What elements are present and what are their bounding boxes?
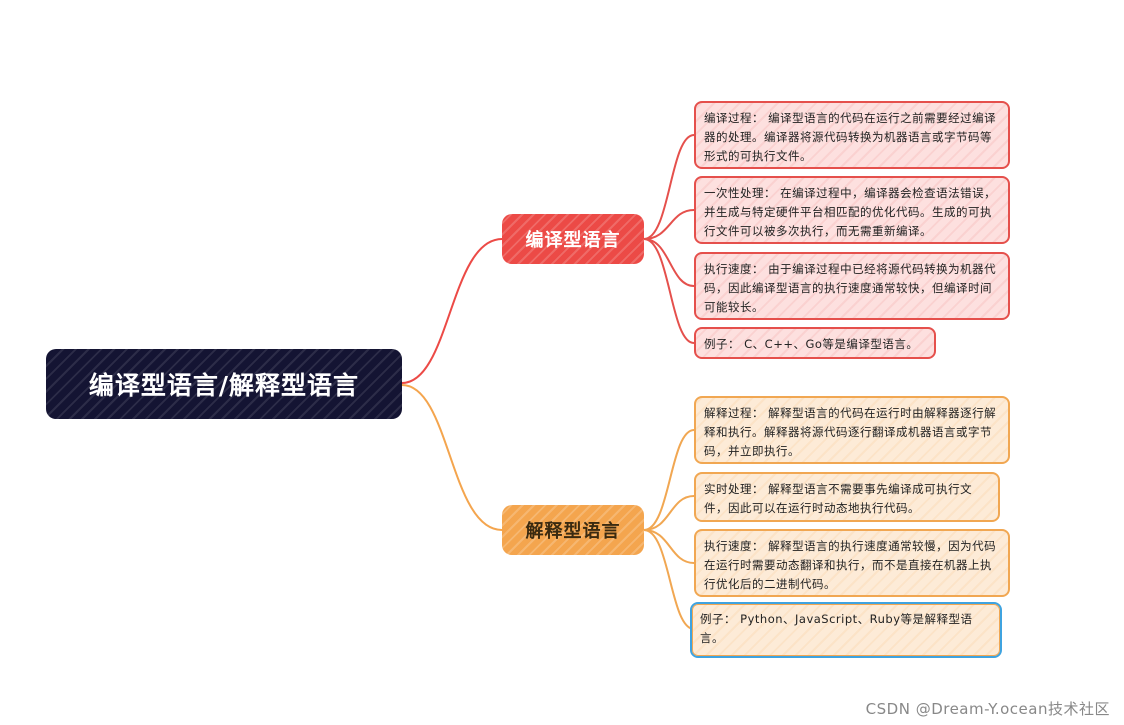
leaf-compiled-example[interactable]: 例子： C、C++、Go等是编译型语言。 (694, 327, 936, 359)
branch-interpreted[interactable]: 解释型语言 (502, 505, 644, 555)
link-interpreted-2 (643, 495, 695, 531)
link-compiled-2 (643, 209, 695, 240)
leaf-compiled-process[interactable]: 编译过程： 编译型语言的代码在运行之前需要经过编译器的处理。编译器将源代码转换为… (694, 101, 1010, 169)
link-compiled-1 (643, 134, 695, 240)
leaf-interpreted-example[interactable]: 例子： Python、JavaScript、Ruby等是解释型语言。 (690, 602, 1002, 658)
root-label: 编译型语言/解释型语言 (88, 371, 360, 400)
link-root-interpreted (401, 384, 503, 531)
leaf-text: 例子： Python、JavaScript、Ruby等是解释型语言。 (700, 612, 973, 645)
leaf-text: 例子： C、C++、Go等是编译型语言。 (704, 337, 919, 351)
leaf-text: 执行速度： 由于编译过程中已经将源代码转换为机器代码，因此编译型语言的执行速度通… (704, 262, 997, 314)
branch-label: 编译型语言 (525, 230, 621, 251)
leaf-text: 解释过程： 解释型语言的代码在运行时由解释器逐行解释和执行。解释器将源代码逐行翻… (704, 406, 997, 458)
branch-label: 解释型语言 (525, 521, 621, 542)
leaf-interpreted-realtime[interactable]: 实时处理： 解释型语言不需要事先编译成可执行文件，因此可以在运行时动态地执行代码… (694, 472, 1000, 522)
branch-compiled[interactable]: 编译型语言 (502, 214, 644, 264)
link-interpreted-4 (643, 529, 695, 630)
leaf-text: 执行速度： 解释型语言的执行速度通常较慢，因为代码在运行时需要动态翻译和执行，而… (704, 539, 997, 591)
watermark: CSDN @Dream-Y.ocean技术社区 (865, 700, 1110, 718)
link-interpreted-3 (643, 529, 695, 564)
link-compiled-3 (643, 238, 695, 287)
link-interpreted-1 (643, 429, 695, 531)
link-root-compiled (401, 238, 503, 384)
leaf-text: 一次性处理： 在编译过程中，编译器会检查语法错误，并生成与特定硬件平台相匹配的优… (704, 186, 997, 238)
leaf-text: 实时处理： 解释型语言不需要事先编译成可执行文件，因此可以在运行时动态地执行代码… (704, 482, 973, 515)
leaf-text: 编译过程： 编译型语言的代码在运行之前需要经过编译器的处理。编译器将源代码转换为… (704, 111, 997, 163)
link-compiled-4 (643, 238, 695, 344)
leaf-compiled-speed[interactable]: 执行速度： 由于编译过程中已经将源代码转换为机器代码，因此编译型语言的执行速度通… (694, 252, 1010, 320)
leaf-compiled-once[interactable]: 一次性处理： 在编译过程中，编译器会检查语法错误，并生成与特定硬件平台相匹配的优… (694, 176, 1010, 244)
leaf-interpreted-process[interactable]: 解释过程： 解释型语言的代码在运行时由解释器逐行解释和执行。解释器将源代码逐行翻… (694, 396, 1010, 464)
root-node[interactable]: 编译型语言/解释型语言 (46, 349, 402, 419)
leaf-interpreted-speed[interactable]: 执行速度： 解释型语言的执行速度通常较慢，因为代码在运行时需要动态翻译和执行，而… (694, 529, 1010, 597)
